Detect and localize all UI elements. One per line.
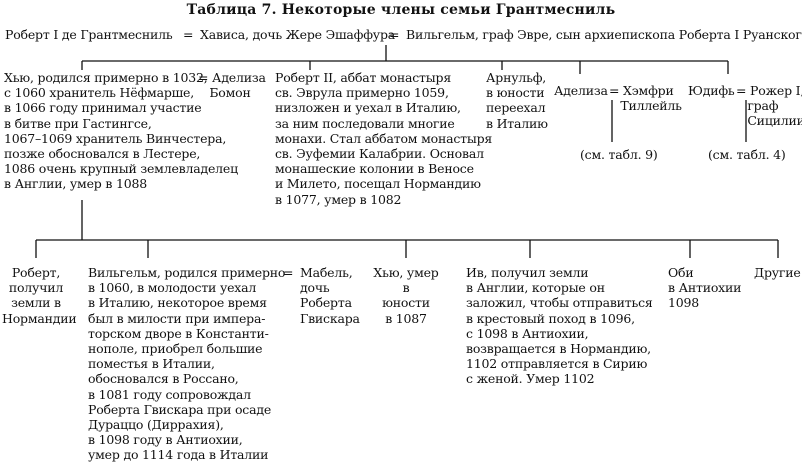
hugh-description: Хью, родился примерно в 1032, с 1060 хра… [4,70,238,192]
obi-description: Оби в Антиохии 1098 [668,265,742,311]
hugh-spouse: = Аделиза Бомон [198,70,266,101]
root-eq2: = [389,27,400,42]
judith-name: Юдифь [688,83,735,98]
william-description: Вильгельм, родился примерно в 1060, в мо… [88,265,286,463]
table-title: Таблица 7. Некоторые члены семьи Грантме… [186,2,616,18]
root-father: Роберт I де Грантмесниль [5,27,173,42]
root-mother: Хависа, дочь Жере Эшаффура [200,27,396,42]
adeliza-name: Аделиза [554,83,608,98]
william-eq: = [283,265,294,280]
root-eq1: = [183,27,194,42]
robert-description: Роберт, получил земли в Нормандии [2,265,77,326]
ivo-description: Ив, получил земли в Англии, которые он з… [466,265,653,387]
hugh-jr-description: Хью, умер в юности в 1087 [373,265,439,326]
others-label: Другие [754,265,801,280]
mabel-description: Мабель, дочь Роберта Гвискара [300,265,360,326]
robert2-description: Роберт II, аббат монастыря св. Эврула пр… [275,70,493,207]
arnulf-description: Арнульф, в юности переехал в Италию [486,70,548,131]
adeliza-spouse: = Хэмфри Тиллейль [609,83,682,114]
judith-reference: (см. табл. 4) [708,147,786,162]
root-stepfather: Вильгельм, граф Эвре, сын архиепископа Р… [406,27,802,42]
adeliza-reference: (см. табл. 9) [580,147,658,162]
judith-spouse: = Рожер I, граф Сицилии [736,83,802,129]
